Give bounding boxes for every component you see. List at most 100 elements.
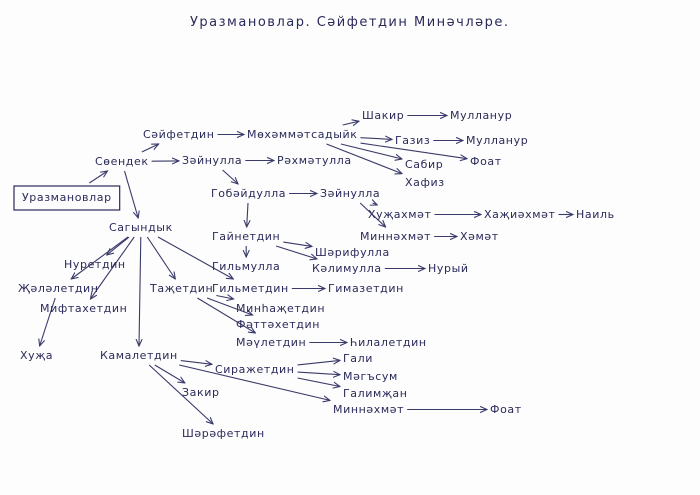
person-node-zhalaletdin: Җәләлетдин — [18, 282, 99, 295]
person-node-gilmulla: Гильмулла — [212, 260, 280, 273]
edge-sagyndyk-to-gilmetdin — [157, 236, 233, 279]
person-name: Гильметдин — [212, 282, 289, 295]
person-node-mauletdin: Мәүлетдин — [236, 336, 306, 349]
person-name: Хуҗахмәт — [368, 208, 431, 221]
person-name: Хаҗиәхмәт — [484, 208, 556, 221]
edge-gobaydulla-to-gaynetdin — [247, 202, 248, 227]
person-node-urazmanovlar: Уразмановлар — [13, 185, 121, 211]
edge-soendek-to-sayfetdin — [141, 144, 159, 153]
person-node-tazhetdin: Таҗетдин — [149, 282, 213, 295]
root-box — [13, 185, 121, 211]
person-node-hamat: Хәмәт — [460, 230, 499, 243]
person-name: Шәрифулла — [315, 246, 390, 259]
person-node-nuryi: Нурый — [428, 262, 469, 275]
person-node-minhazhetdin: Минһаҗетдин — [236, 302, 325, 315]
person-name: Гали — [343, 352, 373, 365]
person-name: Сөендек — [95, 155, 149, 168]
person-node-minnahmat1: Миннәхмәт — [360, 230, 431, 243]
person-node-minnahmat2: Миннәхмәт — [333, 403, 404, 416]
person-name: Җәләлетдин — [18, 282, 99, 295]
person-name: Камалетдин — [100, 349, 178, 362]
edge-mohammatsadyik-to-gaziz — [360, 138, 393, 140]
person-name: Закир — [182, 386, 220, 399]
person-node-mullanur1: Мулланур — [450, 109, 512, 122]
person-name: Зәйнулла — [320, 187, 380, 200]
person-name: Сәйфетдин — [143, 128, 215, 141]
person-name: Наиль — [576, 208, 615, 221]
person-name: Нурый — [428, 262, 469, 275]
person-name: Фоат — [490, 403, 522, 416]
person-name: Фәттәхетдин — [236, 318, 320, 331]
edge-zaynulla2-to-huzhahmat — [373, 203, 378, 205]
person-name: Уразмановлар — [22, 191, 112, 204]
person-name: Миннәхмәт — [360, 230, 431, 243]
person-node-miftahetdin: Мифтахетдин — [40, 302, 127, 315]
person-node-gaziz: Газиз — [395, 134, 430, 147]
edge-zhalaletdin-to-huzha — [40, 297, 56, 346]
edge-gaynetdin-to-kalimulla — [275, 245, 317, 259]
edge-urazmanovlar-to-soendek — [89, 171, 107, 184]
person-name: Шакир — [362, 109, 404, 122]
person-node-zaynulla2: Зәйнулла — [320, 187, 380, 200]
edge-mohammatsadyik-to-hafiz — [326, 143, 403, 174]
person-node-zaynulla1: Зәйнулла — [182, 154, 242, 167]
person-name: Мөхәммәтсадыйк — [247, 128, 358, 141]
edge-mohammatsadyik-to-sabir — [340, 143, 402, 159]
person-node-soendek: Сөендек — [95, 155, 149, 168]
diagram-title: Уразмановлар. Сәйфетдин Минәчләре. — [190, 15, 510, 30]
person-name: Гимазетдин — [328, 282, 404, 295]
person-name: Минһаҗетдин — [236, 302, 325, 315]
person-node-zakir: Закир — [182, 386, 220, 399]
edge-sagyndyk-to-miftahetdin — [90, 236, 135, 299]
person-name: Зәйнулла — [182, 154, 242, 167]
person-name: Һилалетдин — [350, 336, 427, 349]
nodes-layer: Уразмановлар Сөендек Сәйфетдин Мөхәммәтсады… — [13, 109, 615, 440]
person-node-gilmetdin: Гильметдин — [212, 282, 289, 295]
edge-kamaletdin-to-minnahmat2 — [179, 364, 330, 400]
edge-sirazhetdin-to-galimzhan — [297, 377, 340, 387]
person-node-huzha: Хуҗа — [20, 349, 53, 362]
person-node-foat2: Фоат — [490, 403, 522, 416]
person-name: Хуҗа — [20, 349, 53, 362]
person-node-hilaletdin: Һилалетдин — [350, 336, 427, 349]
edge-zaynulla2-to-minnahmat1 — [359, 202, 385, 227]
person-name: Фоат — [470, 155, 502, 168]
person-node-kamaletdin: Камалетдин — [100, 349, 178, 362]
edge-soendek-to-sagyndyk — [123, 170, 139, 218]
person-node-hazhiahmat: Хаҗиәхмәт — [484, 208, 556, 221]
person-name: Мулланур — [450, 109, 512, 122]
person-name: Гильмулла — [212, 260, 280, 273]
person-node-foat1: Фоат — [470, 155, 502, 168]
person-node-magsum: Мәгъсум — [343, 370, 398, 383]
person-node-sirazhetdin: Сиражетдин — [215, 363, 295, 376]
person-node-sabir: Сабир — [405, 158, 443, 171]
person-name: Сабир — [405, 158, 443, 171]
edge-kamaletdin-to-sharafetdin — [148, 364, 213, 424]
edge-tazhetdin-to-mauletdin — [197, 297, 255, 333]
person-node-sharifulla: Шәрифулла — [315, 246, 390, 259]
person-name: Мәгъсум — [343, 370, 398, 383]
person-name: Сиражетдин — [215, 363, 295, 376]
person-node-sayfetdin: Сәйфетдин — [143, 128, 215, 141]
edge-sagyndyk-to-nuretdin — [107, 236, 130, 255]
person-node-sagyndyk: Сагындык — [109, 221, 172, 234]
edge-sagyndyk-to-kamaletdin — [139, 236, 141, 346]
person-node-mullanur2: Мулланур — [466, 134, 528, 147]
person-name: Мифтахетдин — [40, 302, 127, 315]
person-name: Мәүлетдин — [236, 336, 306, 349]
person-name: Мулланур — [466, 134, 528, 147]
person-name: Хафиз — [405, 176, 445, 189]
person-node-sharafetdin: Шәрәфетдин — [182, 427, 265, 440]
person-name: Кәлимулла — [312, 262, 382, 275]
edge-gaynetdin-to-sharifulla — [283, 241, 312, 246]
edge-sirazhetdin-to-magsum — [297, 372, 340, 375]
person-name: Гобәйдулла — [211, 187, 286, 200]
person-name: Гайнетдин — [212, 230, 280, 243]
person-name: Газиз — [395, 134, 430, 147]
person-node-fattahetdin: Фәттәхетдин — [236, 318, 320, 331]
person-name: Хәмәт — [460, 230, 499, 243]
person-name: Шәрәфетдин — [182, 427, 265, 440]
person-name: Галимҗан — [343, 387, 408, 400]
person-name: Таҗетдин — [149, 282, 213, 295]
